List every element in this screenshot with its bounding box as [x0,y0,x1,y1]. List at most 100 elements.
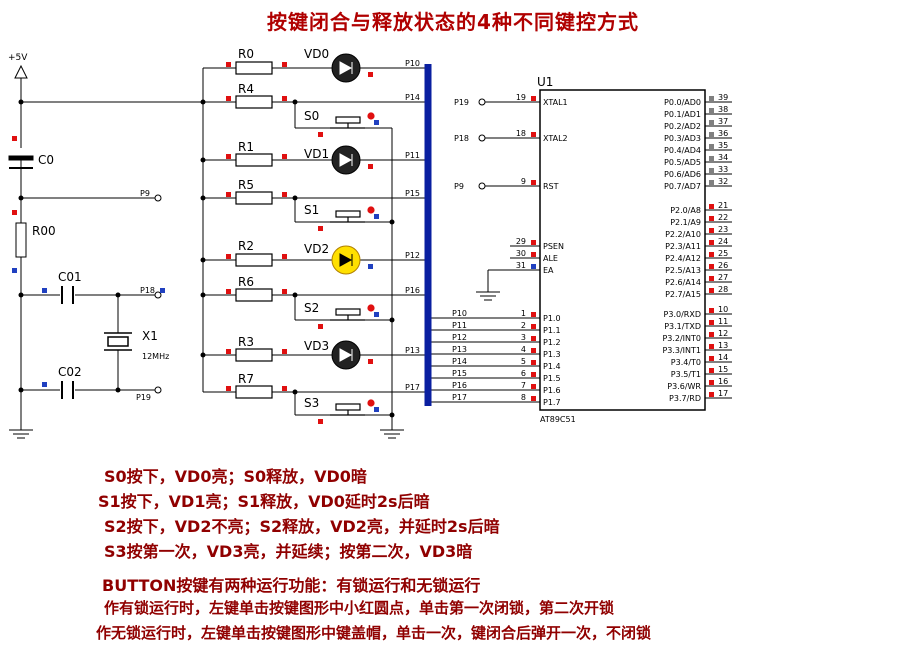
pin-state-marker [709,264,714,269]
label-c02: C02 [58,365,82,379]
chip-pin-name: P0.4/AD4 [664,146,701,155]
chip-pin-name: EA [543,266,554,275]
switch-s0[interactable] [330,112,375,129]
resistor-r0 [235,61,273,75]
chip-pin-name: P2.4/A12 [665,254,701,263]
chip-pin-name: P0.0/AD0 [664,98,701,107]
chip-pin-name: P3.0/RXD [664,310,701,319]
chip-pin-number: 36 [718,129,728,138]
pin-state-marker [709,392,714,397]
label-r4: R4 [238,82,254,96]
net-p15-bus: P15 [405,189,420,198]
chip-pin-name: PSEN [543,242,564,251]
chip-pin-name: P3.3/INT1 [662,346,701,355]
chip-pin-net: P16 [452,381,467,390]
chip-pin-number: 35 [718,141,728,150]
chip-pin-number: 6 [521,369,526,378]
chip-pin-name: ALE [543,254,558,263]
chip-pin-number: 21 [718,201,728,210]
resistor-r3 [235,348,273,362]
chip-pin-name: P3.5/T1 [671,370,701,379]
chip-pin-name: P2.2/A10 [665,230,701,239]
chip-pin-net: P11 [452,321,467,330]
label-s0: S0 [304,109,319,123]
circuit-schematic: +5V C0 R00 C01 C02 X1 12MHz R0 R4 R1 R5 … [8,47,732,439]
pin-state-marker [709,228,714,233]
pin-state-marker [709,144,714,149]
pin-state-marker [709,288,714,293]
chip-pin-name: P1.3 [543,350,561,359]
resistor-r6 [235,288,273,302]
net-p18-left: P18 [140,286,155,295]
chip-pin-name: P1.2 [543,338,561,347]
chip-pin-number: 34 [718,153,728,162]
pin-state-marker [709,240,714,245]
label-r5: R5 [238,178,254,192]
pin-state-marker [709,132,714,137]
chip-pin-number: 11 [718,317,728,326]
chip-pin-name: P1.5 [543,374,561,383]
switch-s1[interactable] [330,206,375,223]
label-vd3: VD3 [304,339,329,353]
chip-pin-name: P1.4 [543,362,561,371]
label-r0: R0 [238,47,254,61]
label-r1: R1 [238,140,254,154]
pin-state-marker [709,168,714,173]
chip-pin-number: 1 [521,309,526,318]
chip-pin-number: 2 [521,321,526,330]
chip-pin-name: P0.7/AD7 [664,182,701,191]
pin-state-marker [709,216,714,221]
label-r2: R2 [238,239,254,253]
chip-pin-number: 29 [516,237,526,246]
label-c01: C01 [58,270,82,284]
chip-pin-number: 18 [516,129,526,138]
chip-pin-name: P1.6 [543,386,561,395]
chip-pin-name: P2.0/A8 [670,206,701,215]
chip-pin-name: P0.5/AD5 [664,158,701,167]
chip-pin-number: 14 [718,353,728,362]
chip-pin-net: P17 [452,393,467,402]
chip-pin-number: 19 [516,93,526,102]
chip-pin-number: 28 [718,285,728,294]
net-p9-left: P9 [140,189,150,198]
label-r7: R7 [238,372,254,386]
label-r3: R3 [238,335,254,349]
pin-state-marker [709,308,714,313]
chip-pin-number: 8 [521,393,526,402]
pin-state-marker [709,108,714,113]
label-s2: S2 [304,301,319,315]
chip-pin-number: 5 [521,357,526,366]
chip-pin-name: P1.0 [543,314,561,323]
chip-pin-name: P3.4/T0 [671,358,701,367]
switch-s3[interactable] [330,399,375,416]
chip-pin-number: 32 [718,177,728,186]
chip-pin-name: P3.1/TXD [664,322,701,331]
label-x1-freq: 12MHz [142,352,169,361]
chip-pin-number: 31 [516,261,526,270]
chip-pin-number: 7 [521,381,526,390]
net-p12-bus: P12 [405,251,420,260]
chip-pin-name: P1.1 [543,326,561,335]
chip-pin-number: 17 [718,389,728,398]
chip-pin-name: P3.2/INT0 [662,334,701,343]
chip-pin-name: P3.7/RD [669,394,701,403]
net-p17-bus: P17 [405,383,420,392]
chip-pin-number: 4 [521,345,526,354]
resistor-r2 [235,253,273,267]
chip-pin-name: P2.1/A9 [670,218,701,227]
power-label: +5V [8,53,28,63]
chip-pin-number: 25 [718,249,728,258]
note-s3: S3按第一次，VD3亮，并延续；按第二次，VD3暗 [104,542,473,561]
chip-pin-name: P0.6/AD6 [664,170,701,179]
note-s0: S0按下，VD0亮；S0释放，VD0暗 [104,467,367,486]
label-s3: S3 [304,396,319,410]
pin-state-marker [709,356,714,361]
switch-s2[interactable] [330,304,375,321]
pin-state-marker [709,332,714,337]
chip-pin-name: P0.2/AD2 [664,122,701,131]
chip-pin-name: P2.5/A13 [665,266,701,275]
net-p14-bus: P14 [405,93,420,102]
note-button-modes: BUTTON按键有两种运行功能：有锁运行和无锁运行 [102,576,481,595]
chip-pin-net: P13 [452,345,467,354]
chip-pin-net: P15 [452,369,467,378]
